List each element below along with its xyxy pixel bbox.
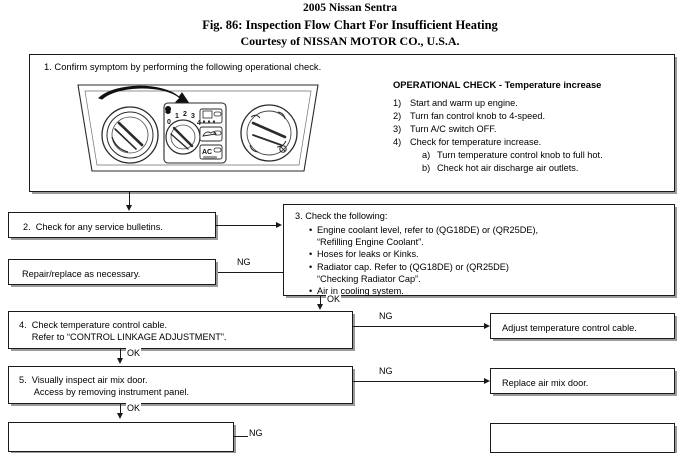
operational-check-block: OPERATIONAL CHECK - Temperature increase… bbox=[393, 79, 668, 175]
op-check-subitem: a) Turn temperature control knob to full… bbox=[422, 149, 668, 162]
bullet-glyph: • bbox=[309, 261, 313, 272]
svg-text:2: 2 bbox=[183, 111, 187, 118]
arrow-step3-to-step4 bbox=[316, 304, 323, 310]
step-5-box: 5. Visually inspect air mix door. Access… bbox=[8, 366, 353, 404]
step-3-bullet-list: • Engine coolant level, refer to (QG18DE)… bbox=[309, 224, 538, 297]
hvac-control-panel-illustration: 0 1 2 3 4 AC bbox=[77, 84, 319, 172]
op-check-subitem-number: b) bbox=[422, 163, 431, 174]
arrow-step4-to-step5 bbox=[116, 358, 123, 364]
connector-step6-ng bbox=[234, 436, 248, 437]
adjust-cable-text: Adjust temperature control cable. bbox=[502, 323, 637, 333]
bullet-continuation: “Refilling Engine Coolant”. bbox=[317, 237, 424, 248]
bullet-item: • Engine coolant level, refer to (QG18DE)… bbox=[309, 224, 538, 236]
arrow-step4-to-adjust bbox=[484, 322, 490, 329]
op-check-item: 1) Start and warm up engine. bbox=[393, 97, 668, 110]
repair-replace-text: Repair/replace as necessary. bbox=[22, 269, 141, 279]
op-check-item: 2) Turn fan control knob to 4-speed. bbox=[393, 110, 668, 123]
svg-text:4: 4 bbox=[197, 120, 201, 127]
op-check-item-text: Turn A/C switch OFF. bbox=[410, 124, 497, 135]
step-3-heading: 3. Check the following: bbox=[295, 211, 388, 221]
edge-label-ng: NG bbox=[378, 311, 394, 321]
connector-step4-ok-vertical bbox=[120, 349, 121, 358]
figure-title: Fig. 86: Inspection Flow Chart For Insuf… bbox=[202, 17, 498, 32]
op-check-subitem: b) Check hot air discharge air outlets. bbox=[422, 162, 668, 175]
svg-text:AC: AC bbox=[202, 149, 212, 156]
op-check-item-text: Check for temperature increase. bbox=[410, 137, 542, 148]
bullet-text: Radiator cap. Refer to (QG18DE) or (QR25… bbox=[317, 261, 509, 272]
step-4-text: 4. Check temperature control cable. Refe… bbox=[19, 320, 227, 343]
replace-air-mix-door-box: Replace air mix door. bbox=[490, 368, 675, 394]
arrow-step1-to-step2 bbox=[125, 205, 132, 211]
connector-step1-to-step2 bbox=[129, 192, 130, 206]
op-check-item-number: 1) bbox=[393, 98, 402, 108]
bullet-item: • Air in cooling system. bbox=[309, 285, 538, 297]
step-1-box: 1. Confirm symptom by performing the fol… bbox=[29, 54, 675, 192]
repair-replace-box: Repair/replace as necessary. bbox=[8, 259, 216, 285]
edge-label-ng: NG bbox=[236, 257, 252, 267]
bullet-item: • Radiator cap. Refer to (QG18DE) or (QR2… bbox=[309, 261, 538, 273]
step-2-text: 2. Check for any service bulletins. bbox=[23, 222, 163, 232]
connector-step2-to-step3 bbox=[216, 225, 276, 226]
vehicle-title: 2005 Nissan Sentra bbox=[303, 2, 397, 14]
edge-label-ok: OK bbox=[126, 348, 142, 358]
edge-label-ok: OK bbox=[126, 403, 142, 413]
flow-chart: 1. Confirm symptom by performing the fol… bbox=[0, 54, 700, 453]
op-check-item-text: Start and warm up engine. bbox=[410, 98, 518, 108]
step-4-box: 4. Check temperature control cable. Refe… bbox=[8, 311, 353, 349]
arrow-step2-to-step3 bbox=[276, 221, 282, 228]
connector-step5-ng bbox=[353, 381, 484, 382]
step-2-box: 2. Check for any service bulletins. bbox=[8, 212, 216, 238]
edge-label-ng: NG bbox=[378, 366, 394, 376]
op-check-item: 3) Turn A/C switch OFF. bbox=[393, 123, 668, 136]
courtesy-line: Courtesy of NISSAN MOTOR CO., U.S.A. bbox=[240, 34, 460, 48]
replace-air-mix-door-text: Replace air mix door. bbox=[502, 378, 589, 388]
arrow-step5-to-step6 bbox=[116, 413, 123, 419]
step-6-box-partial bbox=[8, 422, 234, 452]
op-check-item-text: Turn fan control knob to 4-speed. bbox=[410, 111, 545, 122]
connector-step3-ok-vertical bbox=[320, 296, 321, 305]
op-check-item-number: 4) bbox=[393, 137, 402, 148]
bullet-text: Engine coolant level, refer to (QG18DE) … bbox=[317, 225, 539, 235]
bullet-glyph: • bbox=[309, 225, 313, 235]
svg-text:0: 0 bbox=[167, 119, 171, 126]
op-check-item: 4) Check for temperature increase. bbox=[393, 136, 668, 149]
bullet-item: • Hoses for leaks or Kinks. bbox=[309, 248, 538, 260]
svg-text:1: 1 bbox=[175, 113, 179, 120]
connector-step5-ok-vertical bbox=[120, 404, 121, 413]
document-header: 2005 Nissan Sentra Fig. 86: Inspection F… bbox=[0, 0, 700, 47]
bullet-glyph: • bbox=[309, 286, 313, 297]
bullet-text: Hoses for leaks or Kinks. bbox=[317, 249, 419, 260]
op-check-item-number: 3) bbox=[393, 124, 402, 135]
op-check-subitem-text: Turn temperature control knob to full ho… bbox=[437, 150, 603, 161]
step-1-heading: 1. Confirm symptom by performing the fol… bbox=[44, 61, 322, 72]
step-3-box: 3. Check the following: • Engine coolant … bbox=[283, 204, 675, 296]
svg-text:3: 3 bbox=[191, 113, 195, 120]
operational-check-title: OPERATIONAL CHECK - Temperature increase bbox=[393, 79, 602, 90]
bullet-continuation: “Checking Radiator Cap”. bbox=[317, 273, 421, 284]
connector-step4-ng bbox=[353, 326, 484, 327]
op-check-subitem-number: a) bbox=[422, 150, 431, 161]
adjust-cable-box: Adjust temperature control cable. bbox=[490, 313, 675, 339]
edge-label-ok: OK bbox=[326, 294, 342, 304]
step-5-text: 5. Visually inspect air mix door. Access… bbox=[19, 375, 190, 398]
bullet-glyph: • bbox=[309, 249, 313, 260]
bullet-text: Air in cooling system. bbox=[317, 286, 404, 297]
op-check-subitem-text: Check hot air discharge air outlets. bbox=[437, 163, 579, 174]
edge-label-ng: NG bbox=[248, 428, 264, 438]
op-check-item-number: 2) bbox=[393, 111, 402, 122]
arrow-step5-to-replace bbox=[484, 377, 490, 384]
connector-step3-ng-to-repair bbox=[216, 272, 284, 273]
